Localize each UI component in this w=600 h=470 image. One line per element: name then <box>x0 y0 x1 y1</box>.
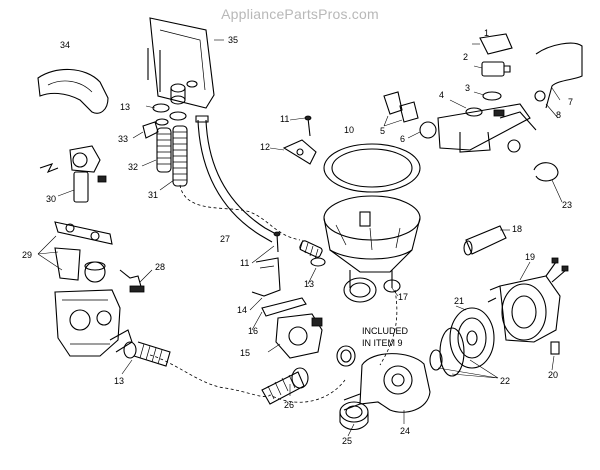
hose-path-lower <box>149 354 346 403</box>
label-34: 34 <box>60 40 70 50</box>
part-22-seal-ring <box>429 327 465 377</box>
label-22: 22 <box>500 376 510 386</box>
part-21-impeller <box>449 307 495 369</box>
label-4: 4 <box>439 90 444 100</box>
part-11-screw-upper <box>304 115 312 137</box>
part-13-orings-upper <box>152 103 187 126</box>
part-labels: 1 2 3 4 5 6 7 8 10 11 11 12 13 13 13 14 … <box>22 28 573 446</box>
part-13-hose-lower <box>123 341 171 367</box>
label-15: 15 <box>240 348 250 358</box>
part-23-clamp <box>533 162 559 182</box>
label-2: 2 <box>463 52 468 62</box>
label-17: 17 <box>398 292 408 302</box>
label-3: 3 <box>465 83 470 93</box>
part-35-housing <box>147 17 215 109</box>
label-29: 29 <box>22 250 32 260</box>
part-27-hose <box>195 115 277 243</box>
note-line-2: IN ITEM 9 <box>362 338 403 348</box>
part-25-cap <box>339 401 369 431</box>
part-5-connector <box>383 91 419 123</box>
label-8: 8 <box>556 110 561 120</box>
part-31-spring-tube <box>172 125 188 187</box>
label-1: 1 <box>484 28 489 38</box>
part-11-screw-lower <box>273 231 281 253</box>
label-6: 6 <box>400 134 405 144</box>
label-35: 35 <box>228 35 238 45</box>
label-23: 23 <box>562 200 572 210</box>
part-15-drain-pump <box>275 313 323 359</box>
part-2-sensor <box>481 61 511 77</box>
label-13-upper: 13 <box>120 102 130 112</box>
part-14-clip <box>251 257 281 297</box>
label-25: 25 <box>342 436 352 446</box>
part-18-heater <box>463 225 507 256</box>
label-12: 12 <box>260 142 270 152</box>
part-29-bracket-assembly <box>54 221 113 283</box>
label-28: 28 <box>155 262 165 272</box>
part-8-clip <box>534 90 546 102</box>
label-10: 10 <box>344 125 354 135</box>
hose-path-upper <box>179 184 301 241</box>
hose-path-right <box>379 289 398 366</box>
label-19: 19 <box>525 252 535 262</box>
part-30-actuator <box>39 145 107 203</box>
part-26-hose <box>261 367 309 405</box>
label-13-lower: 13 <box>114 376 124 386</box>
label-33: 33 <box>118 134 128 144</box>
part-20-clip <box>550 341 560 355</box>
part-valve-block <box>54 289 133 357</box>
label-16: 16 <box>248 326 258 336</box>
label-27: 27 <box>220 234 230 244</box>
part-17-sump <box>323 143 421 303</box>
part-spring-sump <box>299 239 323 260</box>
label-26: 26 <box>284 400 294 410</box>
label-5: 5 <box>380 126 385 136</box>
part-34-cover <box>37 68 109 114</box>
part-32-spring-tube <box>156 127 172 173</box>
label-31: 31 <box>148 190 158 200</box>
watermark: AppliancePartsPros.com <box>221 6 379 22</box>
included-note: INCLUDED IN ITEM 9 <box>362 326 409 348</box>
part-28-wire-sensor <box>119 269 145 293</box>
part-7-shield <box>535 42 583 109</box>
label-13-sump: 13 <box>304 279 314 289</box>
part-4-oring <box>465 107 483 117</box>
part-6-gasket <box>419 121 437 139</box>
label-24: 24 <box>400 426 410 436</box>
label-11-lower: 11 <box>240 258 249 268</box>
part-1-cover <box>479 33 513 55</box>
leader-lines <box>37 39 563 437</box>
part-manifold <box>437 103 537 153</box>
label-7: 7 <box>568 97 573 107</box>
label-20: 20 <box>548 370 558 380</box>
note-line-1: INCLUDED <box>362 326 409 336</box>
label-11-upper: 11 <box>280 114 289 124</box>
part-12-bracket <box>282 139 317 165</box>
part-3-oring <box>482 91 502 101</box>
label-21: 21 <box>454 296 464 306</box>
label-18: 18 <box>512 224 522 234</box>
label-14: 14 <box>237 305 247 315</box>
part-9-spring <box>336 345 356 367</box>
part-13-oring-sump <box>310 257 326 267</box>
part-24-pump-housing <box>343 353 431 413</box>
part-33-clip <box>142 121 159 139</box>
part-16-clip <box>261 297 307 317</box>
part-19-motor <box>487 257 569 343</box>
label-30: 30 <box>46 194 56 204</box>
label-32: 32 <box>128 162 138 172</box>
